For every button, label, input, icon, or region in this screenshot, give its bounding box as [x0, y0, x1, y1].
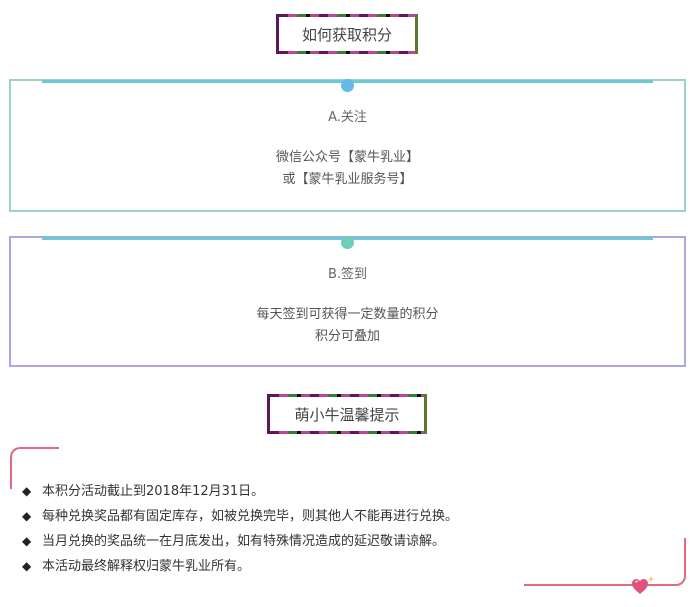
method-description: 微信公众号【蒙牛乳业】 或【蒙牛乳业服务号】 — [11, 147, 684, 191]
diamond-bullet-icon: ◆ — [22, 534, 32, 548]
method-line: 积分可叠加 — [314, 329, 380, 344]
tips-list: ◆ 本积分活动截止到2018年12月31日。 ◆ 每种兑换奖品都有固定库存，如被兑换… — [22, 479, 458, 579]
section-title-tips: 萌小牛温馨提示 — [267, 394, 427, 434]
tip-item: ◆ 每种兑换奖品都有固定库存，如被兑换完毕，则其他人不能再进行兑换。 — [22, 504, 458, 529]
tip-text: 当月兑换的奖品统一在月底发出，如有特殊情况造成的延迟敬请谅解。 — [42, 534, 446, 549]
method-description: 每天签到可获得一定数量的积分 积分可叠加 — [11, 304, 684, 348]
diamond-bullet-icon: ◆ — [22, 484, 32, 498]
method-line: 微信公众号【蒙牛乳业】 — [275, 150, 419, 165]
method-line: 每天签到可获得一定数量的积分 — [256, 307, 439, 322]
method-heading: B.签到 — [327, 267, 368, 282]
heart-sparkle-icon — [632, 576, 654, 594]
method-follow-card: A.关注 微信公众号【蒙牛乳业】 或【蒙牛乳业服务号】 — [9, 79, 686, 212]
section-title-text: 萌小牛温馨提示 — [294, 405, 400, 424]
card-dot-icon — [341, 79, 354, 92]
diamond-bullet-icon: ◆ — [22, 559, 32, 573]
tip-text: 本活动最终解释权归蒙牛乳业所有。 — [42, 559, 251, 574]
method-checkin-card: B.签到 每天签到可获得一定数量的积分 积分可叠加 — [9, 236, 686, 367]
tips-frame-corner-right — [524, 538, 686, 586]
method-heading: A.关注 — [328, 110, 367, 125]
diamond-bullet-icon: ◆ — [22, 509, 32, 523]
section-title-text: 如何获取积分 — [301, 25, 392, 44]
tip-text: 每种兑换奖品都有固定库存，如被兑换完毕，则其他人不能再进行兑换。 — [42, 509, 459, 524]
method-line: 或【蒙牛乳业服务号】 — [282, 172, 413, 187]
section-title-how-to-earn: 如何获取积分 — [276, 14, 418, 54]
card-dot-icon — [341, 236, 354, 249]
tip-item: ◆ 本积分活动截止到2018年12月31日。 — [22, 479, 458, 504]
tip-text: 本积分活动截止到2018年12月31日。 — [42, 484, 265, 499]
tip-item: ◆ 本活动最终解释权归蒙牛乳业所有。 — [22, 554, 458, 579]
tip-item: ◆ 当月兑换的奖品统一在月底发出，如有特殊情况造成的延迟敬请谅解。 — [22, 529, 458, 554]
tips-frame-corner-left — [10, 447, 59, 489]
